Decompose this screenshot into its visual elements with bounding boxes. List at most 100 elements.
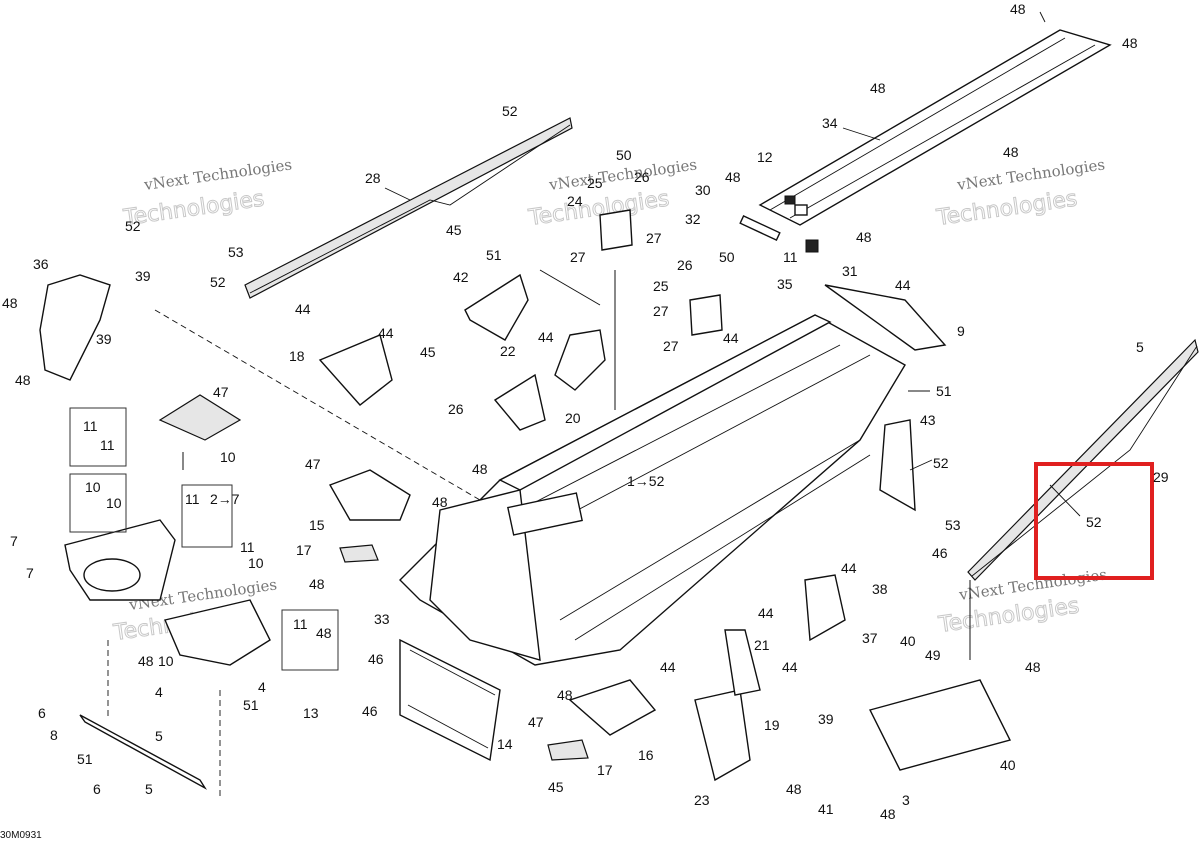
watermark-text: Technologies [526,187,670,232]
callout-label: 21 [754,637,770,653]
callout-label: 11 [100,437,115,453]
watermark-text: Technologies [936,594,1080,639]
callout-label: 15 [309,517,325,533]
callout-label: 48 [1010,1,1026,17]
watermark-text: vNext Technologies [955,155,1106,194]
rail-29 [967,338,1199,581]
callout-label: 34 [822,115,838,131]
watermark-text: vNext Technologies [142,155,293,194]
callout-label: 8 [50,727,58,743]
callout-label: 39 [96,331,112,347]
callout-label: 53 [228,244,244,260]
callout-label: 16 [638,747,654,763]
callout-label: 27 [653,303,669,319]
callout-label: 3 [902,792,910,808]
callout-label: 37 [862,630,878,646]
callout-label: 10 [106,495,122,511]
callout-label: 23 [694,792,710,808]
watermark-text: Technologies [934,187,1078,232]
callout-label: 26 [634,169,650,185]
callout-label: 40 [900,633,916,649]
callout-label: 52 [1086,514,1102,530]
callout-label: 48 [880,806,896,822]
callout-label: 48 [472,461,488,477]
callout-label: 10 [248,555,264,571]
callout-label: 4 [258,679,266,695]
callout-label: 9 [957,323,965,339]
hardware-box [181,484,233,548]
hardware-box [69,473,127,533]
callout-label: 48 [725,169,741,185]
callout-label: 1→52 [627,473,665,489]
callout-label: 10 [158,653,174,669]
callout-label: 29 [1153,469,1169,485]
callout-label: 44 [538,329,554,345]
callout-label: 52 [933,455,949,471]
callout-label: 12 [757,149,773,165]
callout-label: 52 [125,218,141,234]
callout-label: 18 [289,348,305,364]
callout-label: 46 [932,545,948,561]
callout-label: 44 [378,325,394,341]
callout-label: 26 [677,257,693,273]
callout-label: 41 [818,801,834,817]
callout-label: 24 [567,193,583,209]
heat-exchanger [399,638,501,762]
callout-label: 26 [448,401,464,417]
callout-label: 32 [685,211,701,227]
callout-label: 14 [497,736,513,752]
callout-label: 5 [1136,339,1144,355]
tunnel [399,314,906,666]
callout-label: 51 [486,247,502,263]
callout-label: 44 [723,330,739,346]
callout-label: 20 [565,410,581,426]
callout-label: 53 [945,517,961,533]
callout-label: 45 [548,779,564,795]
callout-label: 11 [83,418,98,434]
callout-label: 5 [145,781,153,797]
callout-label: 44 [295,301,311,317]
callout-label: 48 [2,295,18,311]
callout-label: 47 [305,456,321,472]
callout-label: 38 [872,581,888,597]
callout-label: 52 [502,103,518,119]
callout-label: 6 [93,781,101,797]
callout-label: 42 [453,269,469,285]
hardware-box [281,609,339,671]
callout-label: 48 [1025,659,1041,675]
callout-label: 46 [368,651,384,667]
callout-label: 33 [374,611,390,627]
callout-label: 48 [1122,35,1138,51]
callout-labels: 48 48 48 34 48 12 48 30 32 11 48 31 50 2… [2,1,1169,822]
callout-label: 13 [303,705,319,721]
callout-label: 19 [764,717,780,733]
callout-label: 48 [557,687,573,703]
callout-label: 11 [293,616,308,632]
callout-label: 36 [33,256,49,272]
callout-label: 44 [758,605,774,621]
callout-label: 51 [936,383,952,399]
callout-label: 25 [653,278,669,294]
callout-label: 48 [856,229,872,245]
callout-label: 51 [77,751,93,767]
hardware-box [69,407,127,467]
leader-lines [384,11,1081,517]
callout-label: 48 [15,372,31,388]
front-bracket [39,274,271,666]
callout-label: 17 [597,762,613,778]
callout-label: 28 [365,170,381,186]
callout-label: 31 [842,263,858,279]
callout-label: 5 [155,728,163,744]
callout-label: 7 [10,533,18,549]
callout-label: 27 [663,338,679,354]
callout-label: 11 [783,249,798,265]
callout-label: 50 [719,249,735,265]
callout-label: 22 [500,343,516,359]
callout-label: 10 [85,479,101,495]
callout-label: 50 [616,147,632,163]
callout-label: 44 [895,277,911,293]
callout-label: 17 [296,542,312,558]
callout-label: 39 [135,268,151,284]
callout-label: 4 [155,684,163,700]
